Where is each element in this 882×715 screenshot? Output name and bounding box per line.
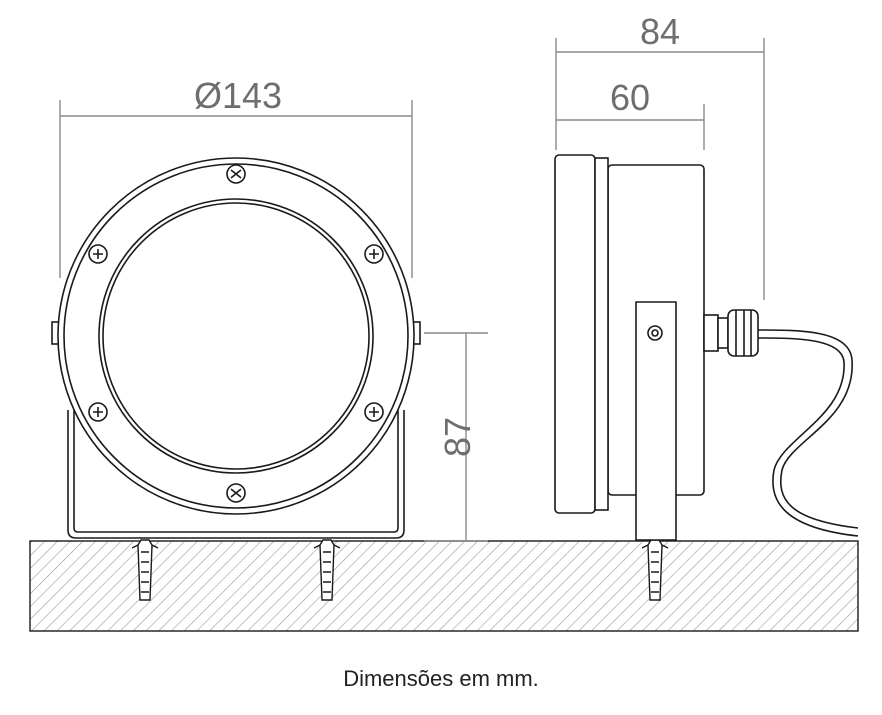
height-label: 87 — [437, 417, 478, 457]
anchor-plug — [313, 539, 341, 601]
front-lens — [98, 198, 374, 474]
diameter-label: Ø143 — [194, 75, 282, 116]
dimension-lines — [59, 38, 765, 542]
caption: Dimensões em mm. — [343, 666, 539, 691]
screw-icon — [364, 244, 384, 264]
side-view — [554, 154, 859, 541]
ground-surface — [29, 540, 859, 632]
side-bracket — [635, 301, 677, 541]
screw-icon — [364, 402, 384, 422]
anchor-plug — [131, 539, 159, 601]
screw-icon — [88, 244, 108, 264]
screw-icon — [88, 402, 108, 422]
front-outer-ring — [57, 157, 415, 515]
front-view — [51, 157, 421, 539]
depth-total-label: 84 — [640, 11, 680, 52]
depth-body-label: 60 — [610, 77, 650, 118]
cable-gland-icon — [703, 309, 759, 357]
side-bezel — [554, 154, 596, 514]
screw-icon — [226, 483, 246, 503]
cable — [757, 329, 859, 529]
screw-icon — [226, 164, 246, 184]
